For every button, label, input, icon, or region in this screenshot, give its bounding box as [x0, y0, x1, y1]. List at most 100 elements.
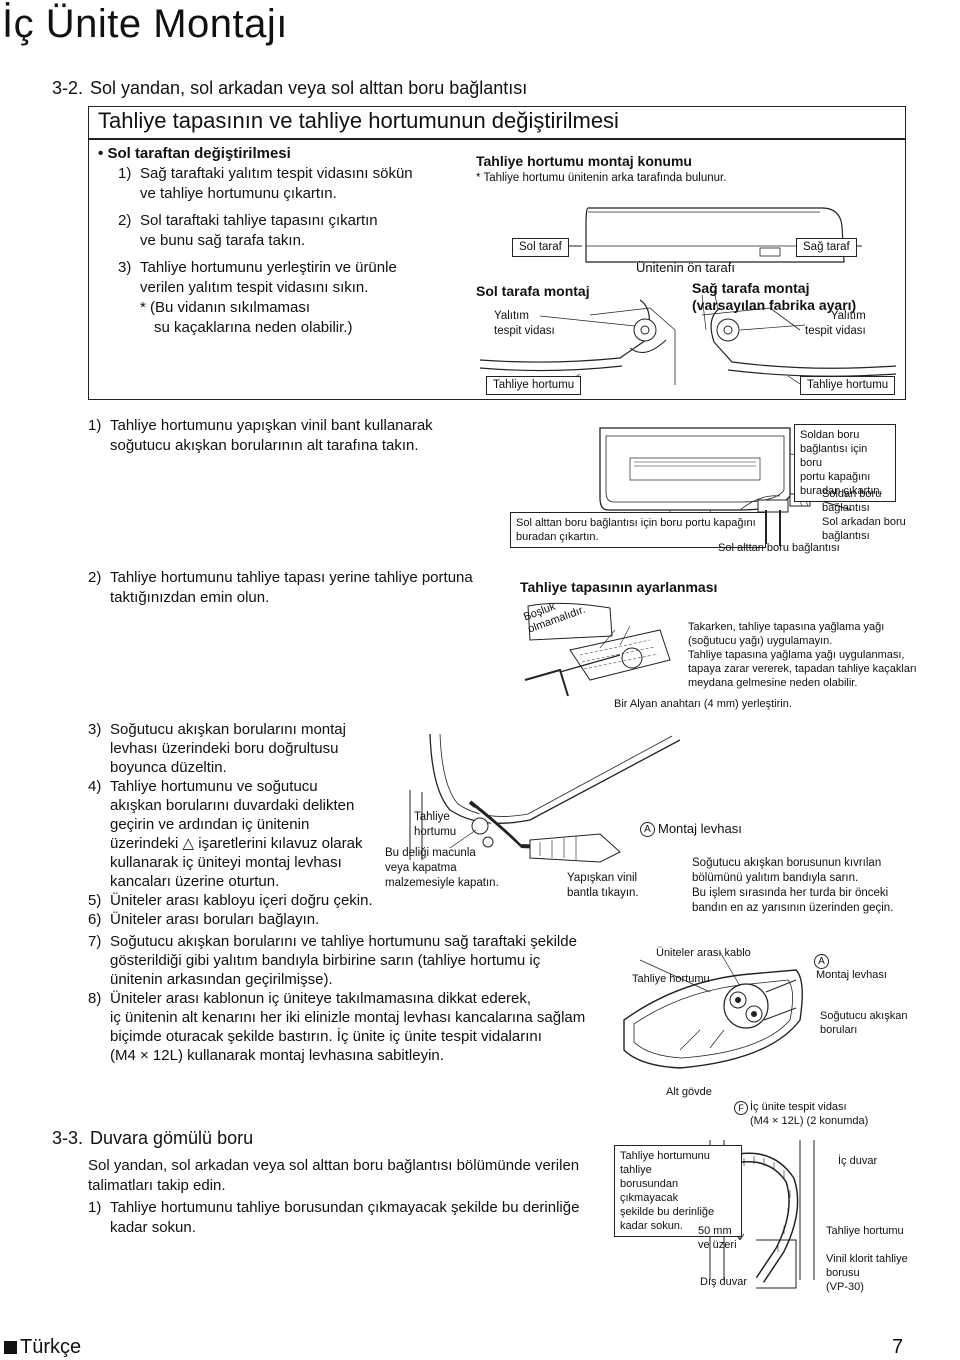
- label-line: tespit vidası: [805, 325, 866, 337]
- section-3-3-step-1: 1) Tahliye hortumunu tahliye borusundan …: [88, 1198, 608, 1238]
- seal-hole-note: Bu deliği macunla veya kapatma malzemesi…: [385, 846, 499, 891]
- left-port-cover-note: Soldan boru bağlantısı için boru portu k…: [794, 424, 896, 502]
- note-line: portu kapağını: [800, 471, 871, 483]
- step-2: 2) Tahliye hortumunu tahliye tapası yeri…: [88, 568, 498, 608]
- step-line: Sağ taraftaki yalıtım tespit vidasını sö…: [140, 165, 413, 182]
- step-number: 1): [88, 417, 102, 434]
- wall-hole-piping-diagram: [409, 733, 681, 863]
- box-note: * (Bu vidanın sıkılmaması su kaçaklarına…: [118, 298, 438, 338]
- step-line: verilen yalıtım tespit vidasını sıkın.: [140, 279, 369, 296]
- drain-hose-right-label: Tahliye hortumu: [800, 376, 896, 395]
- inner-wall-label: İç duvar: [838, 1155, 878, 1167]
- right-mount-line: Sağ tarafa montaj: [692, 280, 810, 296]
- box-step-2: 2) Sol taraftaki tahliye tapasını çıkart…: [118, 211, 438, 251]
- drain-hose-fig4-label: Tahliye hortumu: [632, 973, 710, 985]
- note-line: tapaya zarar vererek, tapadan tahliye ka…: [688, 663, 917, 675]
- allen-key-label: Bir Alyan anahtarı (4 mm) yerleştirin.: [614, 698, 792, 710]
- step-6: 6) Üniteler arası boruları bağlayın.: [88, 910, 608, 929]
- step-line: akışkan borularını duvardaki delikten: [110, 797, 355, 814]
- note-line: (soğutucu yağı) uygulamayın.: [688, 635, 833, 647]
- note-line: bağlantısı için boru: [800, 443, 868, 469]
- left-side-label: Sol taraf: [512, 238, 569, 257]
- label-line: Yalıtım: [830, 310, 866, 322]
- drain-plug-allen-key-diagram: [524, 602, 671, 697]
- step-8: 8) Üniteler arası kablonun iç üniteye ta…: [88, 989, 628, 1065]
- left-connection-label: Soldan boru bağlantısı: [822, 487, 881, 515]
- label-line: (M4 × 12L) (2 konumda): [750, 1115, 869, 1127]
- step-line: Tahliye hortumunu tahliye borusundan çık…: [110, 1199, 580, 1216]
- step-line: boyunca düzeltin.: [110, 759, 227, 776]
- language-marker-icon: [4, 1341, 17, 1354]
- step-line: ve bunu sağ tarafa takın.: [140, 232, 306, 249]
- label-line: hortumu: [414, 826, 457, 838]
- page-title: İç Ünite Montajı: [2, 2, 288, 46]
- label-line: borusu: [826, 1267, 860, 1279]
- diagram-heading: Tahliye hortumu montaj konumu: [476, 153, 692, 169]
- label-line: Tahliye: [414, 811, 450, 823]
- box-step-1: 1) Sağ taraftaki yalıtım tespit vidasını…: [118, 164, 438, 204]
- note-line: kadar sokun.: [620, 1220, 683, 1232]
- step-line: biçimde oturacak şekilde bastırın. İç ün…: [110, 1028, 542, 1045]
- note-line: buradan çıkartın.: [516, 531, 599, 543]
- label-line: boruları: [820, 1024, 858, 1036]
- label-line: Bu deliği macunla: [385, 847, 476, 859]
- step-line: Üniteler arası kabloyu içeri doğru çekin…: [110, 892, 373, 909]
- step-number: 2): [118, 212, 132, 229]
- note-line: borusundan çıkmayacak: [620, 1178, 679, 1204]
- right-mount-label: Sağ tarafa montaj (varsayılan fabrika ay…: [692, 280, 856, 314]
- bottom-frame-label: Alt gövde: [666, 1086, 712, 1098]
- left-mount-label: Sol tarafa montaj: [476, 283, 590, 299]
- note-line: Tahliye hortumunu tahliye: [620, 1150, 710, 1176]
- step-line: iç ünitenin alt kenarını her iki elinizl…: [110, 1009, 586, 1026]
- label-line: Soldan boru: [822, 488, 882, 500]
- drain-hose-fig3-label: Tahliye hortumu: [414, 810, 456, 840]
- intro-line: talimatları takip edin.: [88, 1177, 226, 1194]
- drain-plug-box: [88, 106, 906, 400]
- steps-7-8: 7) Soğutucu akışkan borularını ve tahliy…: [88, 932, 628, 1065]
- box-subhead: • Sol taraftan değiştirilmesi: [98, 144, 438, 164]
- unit-front-label: Ünitenin ön tarafı: [636, 260, 736, 275]
- label-line: bantla tıkayın.: [567, 887, 639, 899]
- bottom-connection-label: Sol alttan boru bağlantısı: [718, 542, 840, 554]
- insert-depth-note: Tahliye hortumunu tahliye borusundan çık…: [614, 1145, 742, 1237]
- step-line: Üniteler arası boruları bağlayın.: [110, 911, 320, 928]
- step-line: gösterildiği gibi yalıtım bandıyla birbi…: [110, 952, 541, 969]
- step-number: 4): [88, 778, 102, 795]
- bottom-port-cover-note: Sol alttan boru bağlantısı için boru por…: [510, 512, 766, 548]
- note-line: Soğutucu akışkan borusunun kıvrılan: [692, 857, 882, 869]
- step-number: 2): [88, 569, 102, 586]
- label-line: Yapışkan vinil: [567, 872, 638, 884]
- step-number: 1): [118, 165, 132, 182]
- section-3-3-heading: 3-3.Duvara gömülü boru: [52, 1128, 253, 1149]
- right-mount-line: (varsayılan fabrika ayarı): [692, 297, 857, 313]
- box-instructions: • Sol taraftan değiştirilmesi 1) Sağ tar…: [98, 144, 438, 338]
- section-number: 3-2.: [52, 78, 84, 98]
- mounting-plate-fig4-label: Montaj levhası: [816, 969, 887, 981]
- section-3-2-heading: 3-2. Sol yandan, sol arkadan veya sol alt…: [52, 78, 527, 99]
- section-title: Sol yandan, sol arkadan veya sol alttan …: [90, 78, 528, 98]
- note-line: * (Bu vidanın sıkılmaması: [140, 299, 311, 316]
- mounting-plate-label: Montaj levhası: [658, 821, 742, 836]
- label-line: malzemesiyle kapatın.: [385, 877, 499, 889]
- label-line: veya kapatma: [385, 862, 457, 874]
- step-line: soğutucu akışkan borularının alt tarafın…: [110, 437, 419, 454]
- note-line: şekilde bu derinliğe: [620, 1206, 715, 1218]
- note-line: Soldan boru: [800, 429, 860, 441]
- depth-label: 50 mm ve üzeri: [698, 1224, 737, 1252]
- step-4: 4) Tahliye hortumunu ve soğutucu akışkan …: [88, 777, 608, 891]
- box-step-3: 3) Tahliye hortumunu yerleştirin ve ürün…: [118, 258, 438, 298]
- label-line: (VP-30): [826, 1281, 864, 1293]
- section-3-3-intro: Sol yandan, sol arkadan veya sol alttan …: [88, 1156, 608, 1196]
- marker-a-icon: A: [814, 954, 829, 969]
- label-line: bağlantısı: [822, 502, 870, 514]
- insulation-screw-left-label: Yalıtım tespit vidası: [494, 309, 555, 339]
- step-line: ünitenin arkasından geçirilmişse).: [110, 971, 333, 988]
- step-line: Tahliye hortumunu ve soğutucu: [110, 778, 318, 795]
- step-line: kullanarak iç üniteyi montaj levhası: [110, 854, 342, 871]
- label-line: İç ünite tespit vidası: [750, 1101, 847, 1113]
- bend-wrap-note: Soğutucu akışkan borusunun kıvrılan bölü…: [692, 856, 912, 916]
- label-line: ve üzeri: [698, 1239, 737, 1251]
- insulation-screw-right-label: Yalıtım tespit vidası: [805, 309, 866, 339]
